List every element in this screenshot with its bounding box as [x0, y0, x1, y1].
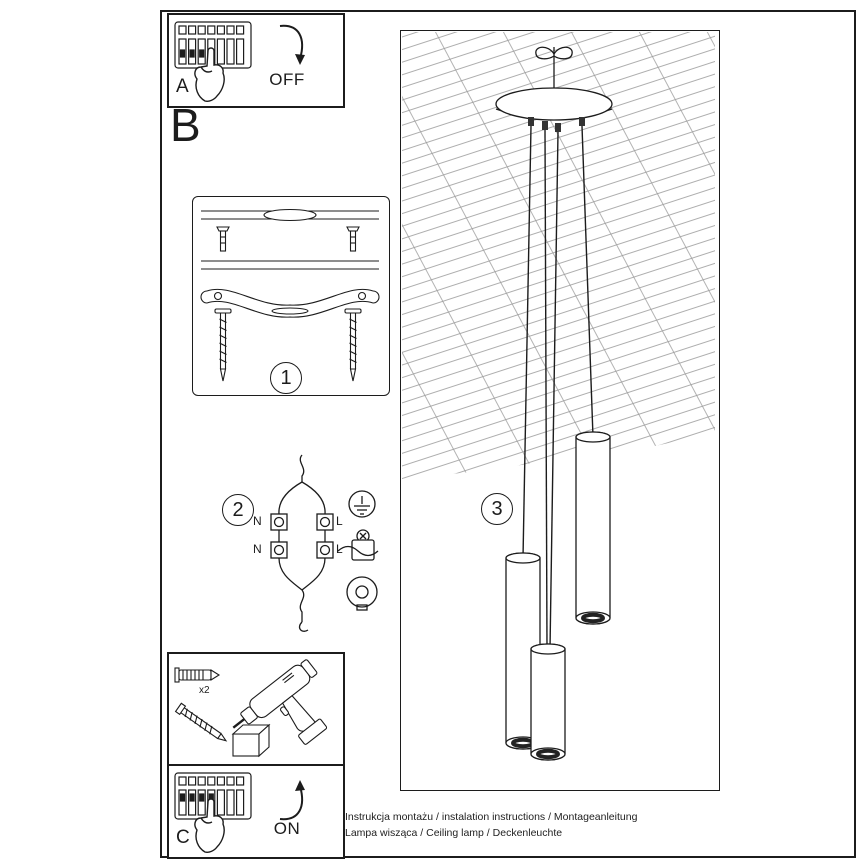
wiring-illustration: [270, 454, 379, 632]
junction-cube-icon: [231, 723, 271, 758]
anchor-screw-right: [346, 226, 360, 252]
breaker-panel-off-icon: [174, 21, 252, 102]
earth-ground-icon: [348, 490, 376, 518]
circled-step-3: 3: [481, 493, 513, 525]
step-c-panel: ON C: [167, 764, 345, 859]
pendant-lamp-illustration: [402, 32, 715, 761]
cable-grip-icon: [346, 576, 378, 611]
hand-icon: [194, 798, 225, 853]
wall-plug-icon: [174, 667, 221, 683]
screw-icon: [174, 702, 228, 742]
step-a-panel: OFF A: [167, 13, 345, 108]
drill-icon: [232, 659, 328, 745]
breaker-switch-row: [178, 789, 245, 816]
power-on-label: ON: [273, 819, 301, 838]
step-a-label: A: [176, 76, 189, 97]
footer-line-2: Lampa wisząca / Ceiling lamp / Deckenleu…: [345, 827, 563, 839]
wire-label-n-top: N: [253, 514, 262, 528]
breaker-top-row: [178, 25, 245, 35]
step-b-label: B: [170, 99, 201, 151]
wire-label-n-bottom: N: [253, 542, 262, 556]
wire-label-l-top: L: [336, 514, 343, 528]
wood-screw-left: [214, 308, 232, 382]
footer-line-1: Instrukcja montażu / instalation instruc…: [345, 811, 638, 823]
wood-screw-right: [344, 308, 362, 382]
dowel-count-label: x2: [199, 685, 210, 696]
circled-step-1: 1: [270, 362, 302, 394]
pendant-tube-right: [575, 431, 611, 625]
arrow-down-icon: [279, 24, 305, 65]
pendant-tube-center: [530, 643, 566, 761]
sheet-frame: [160, 10, 856, 858]
arrow-up-icon: [279, 780, 305, 821]
wire-label-l-bottom: L: [336, 542, 343, 556]
drill-and-plug-illustration: [174, 659, 328, 758]
lamp-result-panel: [400, 30, 720, 791]
hand-icon: [194, 47, 225, 102]
breaker-panel-on-icon: [174, 772, 252, 853]
canopy: [495, 87, 613, 121]
terminal-block: [270, 513, 334, 559]
anchor-screw-left: [216, 226, 230, 252]
suspension-cables: [522, 125, 594, 650]
breaker-top-row: [178, 776, 245, 786]
circled-step-2: 2: [222, 494, 254, 526]
ceiling-hatch: [402, 32, 715, 479]
bracket-mounting-illustration: [200, 208, 380, 382]
ceiling-hook-icon: [535, 46, 573, 88]
cable-glands: [528, 117, 585, 132]
step-c-label: C: [176, 827, 190, 848]
drill-tools-panel: x2: [167, 652, 345, 766]
power-off-label: OFF: [269, 70, 305, 89]
mounting-bracket: [200, 288, 380, 318]
screw-clamp-icon: [337, 529, 379, 561]
